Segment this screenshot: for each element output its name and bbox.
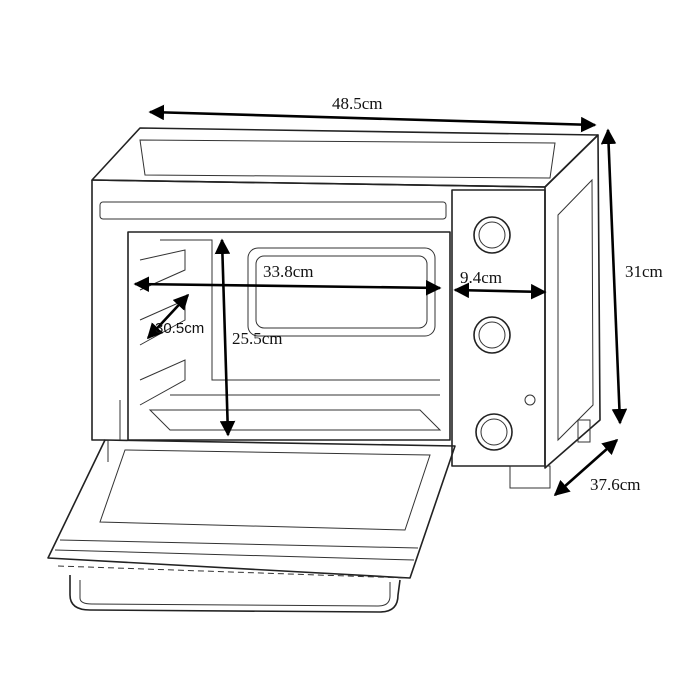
interior-width-arrow — [133, 276, 442, 296]
foot — [509, 465, 551, 489]
indicator-light — [524, 394, 536, 406]
oven-body — [91, 127, 601, 489]
control-panel-width-arrow — [453, 282, 547, 300]
door-glass — [99, 449, 431, 531]
side-vent — [557, 178, 594, 442]
top-glass-panel — [139, 139, 556, 179]
depth-label: 37.6cm — [590, 475, 641, 494]
oven-door — [47, 400, 456, 613]
interior-width-label: 33.8cm — [263, 262, 314, 281]
control-panel — [451, 189, 546, 467]
height-arrow — [600, 128, 628, 425]
depth-arrow — [553, 438, 619, 497]
dimension-lines — [133, 104, 628, 497]
height-label: 31cm — [625, 262, 663, 281]
knob-1-icon — [473, 216, 511, 254]
interior-depth-label: 30.5cm — [155, 320, 204, 337]
interior-height-arrow — [214, 238, 236, 437]
interior-height-label: 25.5cm — [232, 329, 283, 348]
wire-rack — [148, 409, 442, 431]
top-bar — [99, 201, 447, 220]
width-label: 48.5cm — [332, 94, 383, 113]
knob-3-icon — [475, 413, 513, 451]
control-panel-width-label: 9.4cm — [460, 268, 502, 287]
width-arrow — [148, 104, 597, 133]
knob-2-icon — [473, 316, 511, 354]
interior-depth-arrow — [146, 293, 190, 340]
door-handle — [69, 575, 401, 613]
